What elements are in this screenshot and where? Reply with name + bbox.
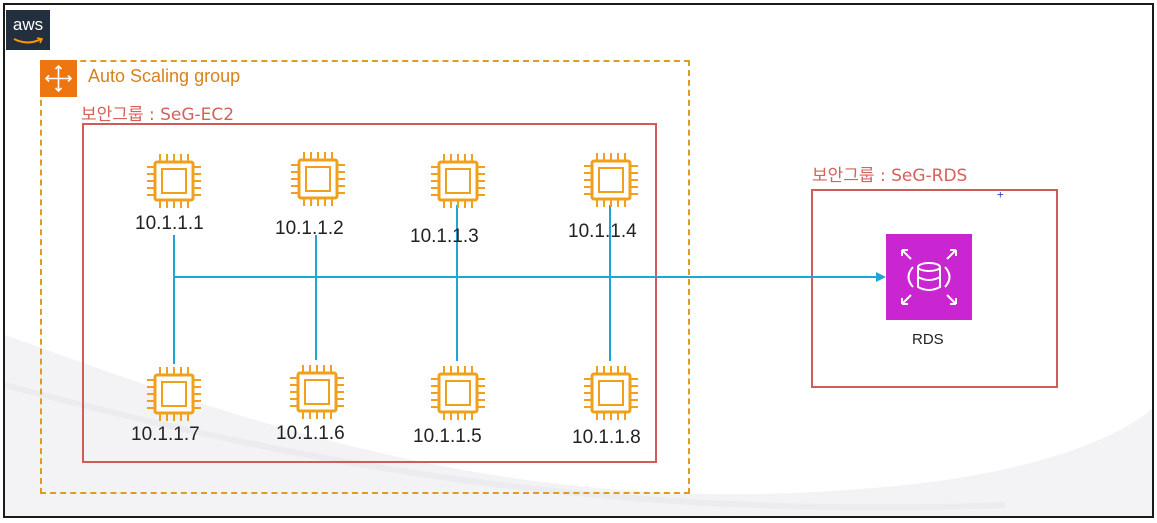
- ec2-instance-icon: [289, 150, 347, 208]
- auto-scaling-icon: [40, 60, 77, 97]
- instance-ip-label: 10.1.1.6: [276, 423, 345, 444]
- instance-ip-label: 10.1.1.3: [410, 226, 479, 247]
- ec2-instance-icon: [288, 363, 346, 421]
- security-group-rds-boundary: [811, 189, 1058, 388]
- aws-logo-text: aws: [12, 15, 44, 34]
- rds-label: RDS: [912, 331, 944, 348]
- security-group-ec2-boundary: [82, 123, 657, 463]
- aws-logo: aws: [6, 10, 50, 50]
- background-swoosh: [5, 335, 1152, 516]
- security-group-rds-label: 보안그룹 : SeG-RDS: [812, 166, 968, 186]
- rds-icon: [886, 234, 972, 320]
- auto-scaling-group-label: Auto Scaling group: [88, 66, 241, 86]
- instance-ip-label: 10.1.1.1: [135, 213, 204, 234]
- ec2-instance-icon: [145, 365, 203, 423]
- ec2-instance-icon: [582, 364, 640, 422]
- instance-ip-label: 10.1.1.7: [131, 424, 200, 445]
- instance-ip-label: 10.1.1.2: [275, 218, 344, 239]
- instance-ip-label: 10.1.1.4: [568, 221, 637, 242]
- instance-ip-label: 10.1.1.5: [413, 426, 482, 447]
- ec2-instance-icon: [582, 151, 640, 209]
- ec2-instance-icon: [429, 364, 487, 422]
- security-group-ec2-label: 보안그룹 : SeG-EC2: [81, 105, 235, 125]
- crosshair-cursor-icon: +: [997, 188, 1004, 201]
- ec2-instance-icon: [145, 152, 203, 210]
- aws-smile-icon: [13, 37, 43, 44]
- instance-ip-label: 10.1.1.8: [572, 427, 641, 448]
- ec2-instance-icon: [429, 152, 487, 210]
